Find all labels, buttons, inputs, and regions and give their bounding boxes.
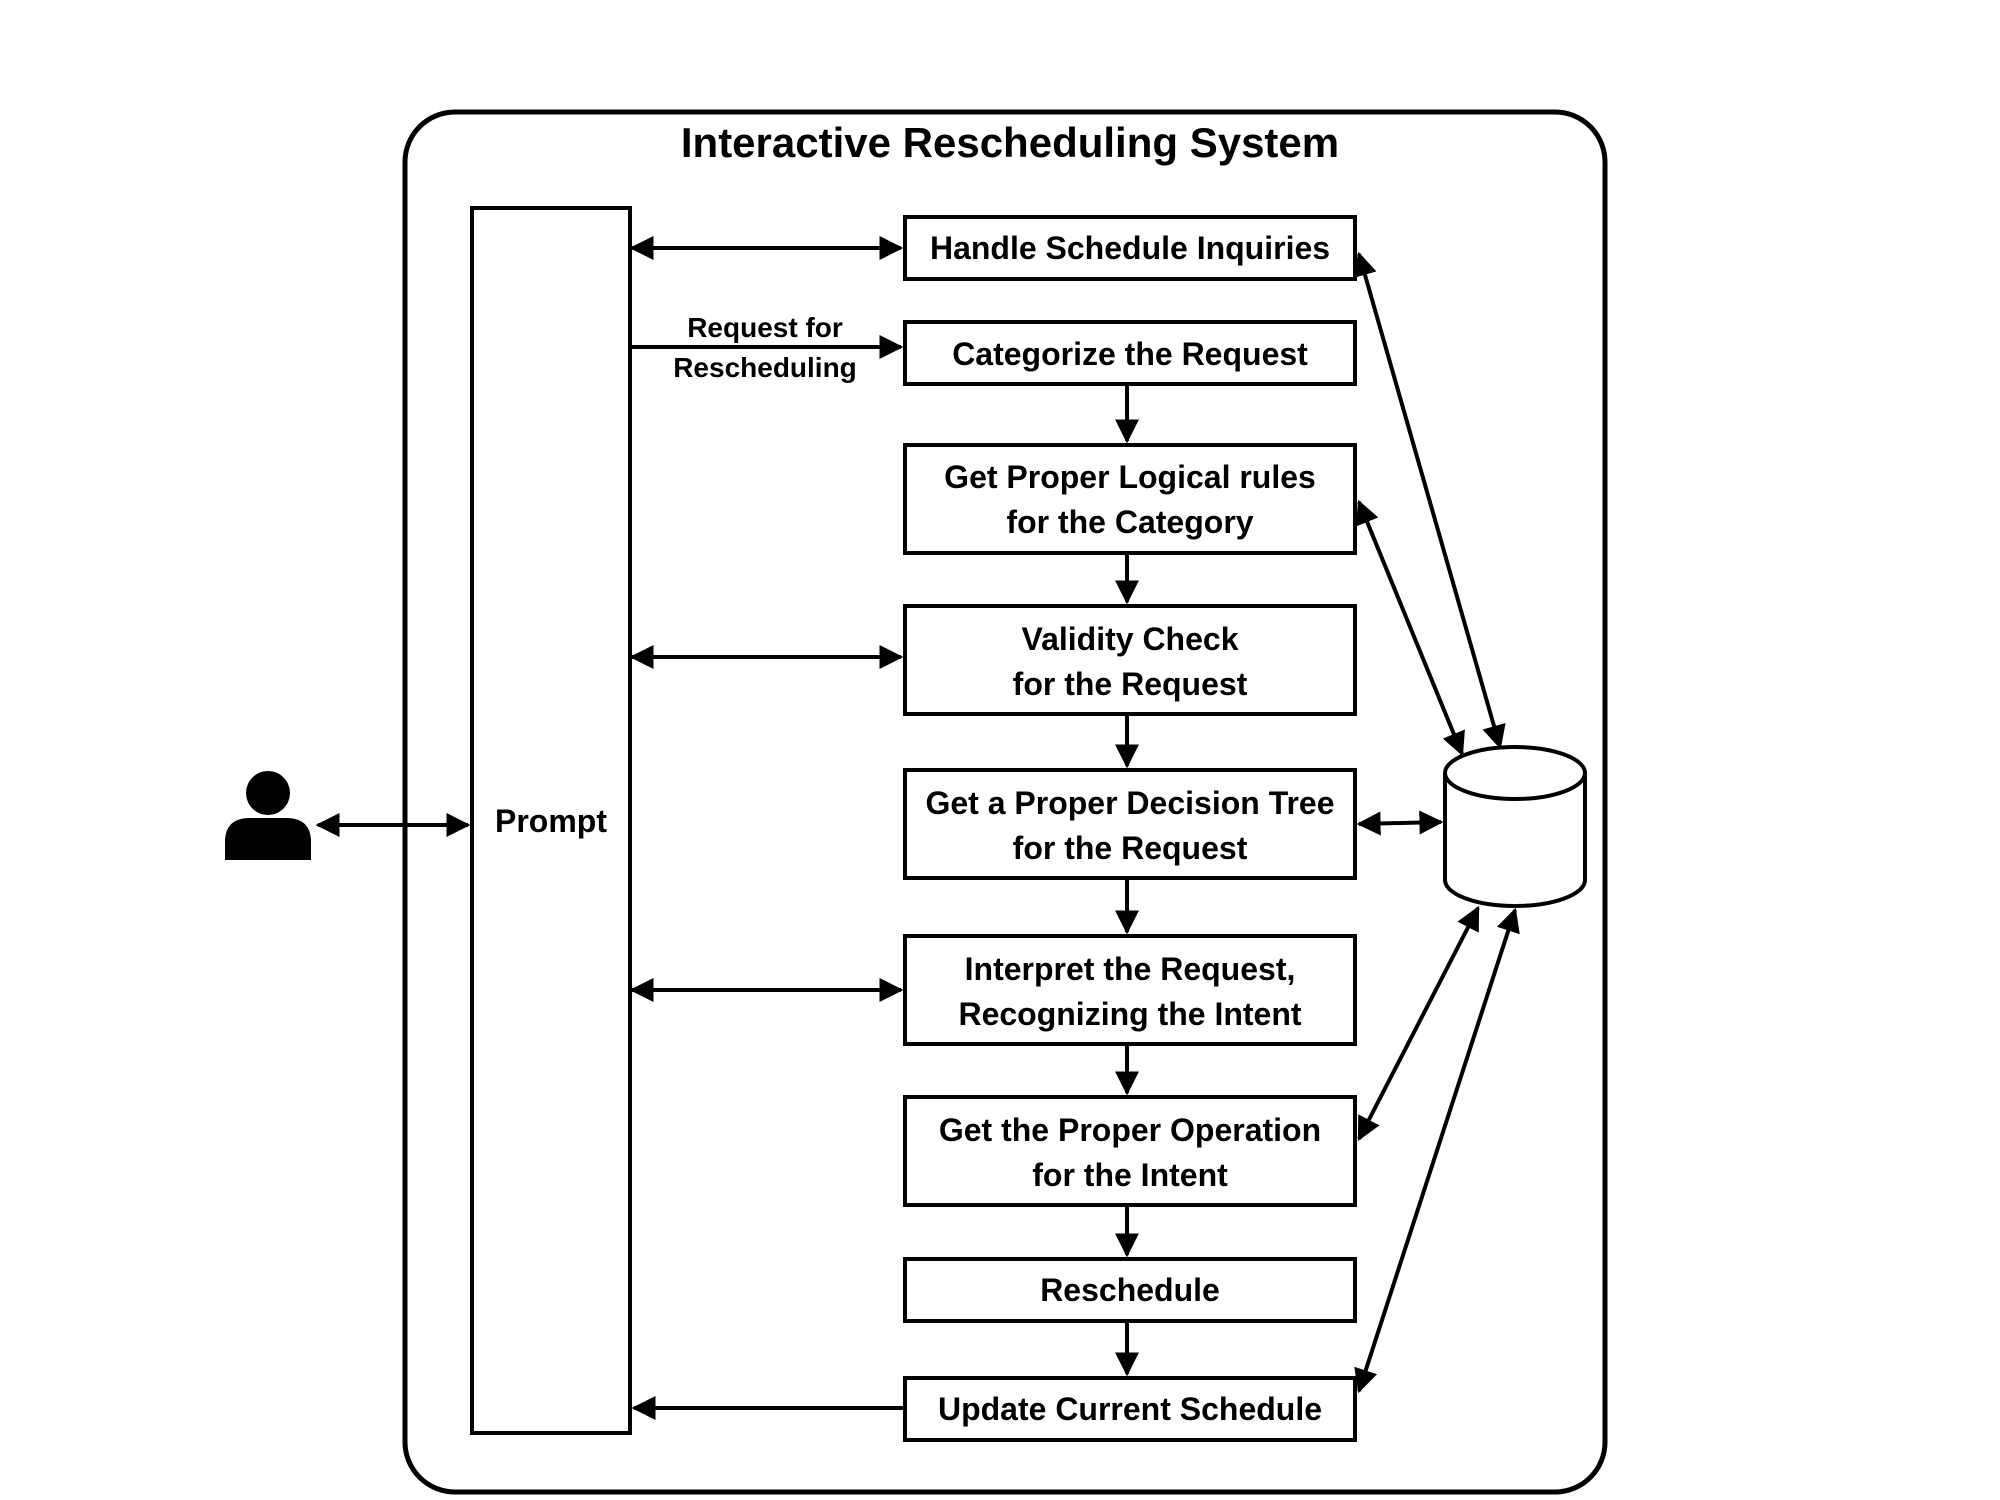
user-icon: [225, 771, 311, 860]
step-text-line: Get a Proper Decision Tree: [925, 785, 1334, 821]
step-get-proper-decision-tree: Get a Proper Decision Tree for the Reque…: [903, 768, 1357, 880]
step-text-line: Handle Schedule Inquiries: [930, 230, 1330, 266]
edge-label-line: Request for: [687, 312, 843, 343]
step-text-line: Get the Proper Operation: [939, 1112, 1321, 1148]
step-handle-schedule-inquiries: Handle Schedule Inquiries: [903, 215, 1357, 281]
step-validity-check: Validity Check for the Request: [903, 604, 1357, 716]
step-text-line: Get Proper Logical rules: [944, 459, 1316, 495]
step-text-line: for the Request: [1013, 666, 1248, 702]
arrow-db-update-schedule: [1354, 907, 1520, 1394]
step-text-line: Interpret the Request,: [965, 951, 1296, 987]
diagram-title: Interactive Rescheduling System: [681, 119, 1339, 166]
prompt-label: Prompt: [495, 803, 607, 839]
step-text-line: Recognizing the Intent: [958, 996, 1301, 1032]
step-text-line: for the Category: [1006, 504, 1253, 540]
prompt-box: [470, 206, 632, 1435]
step-interpret-the-request: Interpret the Request, Recognizing the I…: [903, 934, 1357, 1046]
step-text-line: Reschedule: [1040, 1272, 1220, 1308]
step-text-line: for the Intent: [1032, 1157, 1228, 1193]
step-get-proper-operation: Get the Proper Operation for the Intent: [903, 1095, 1357, 1207]
step-get-proper-logical-rules: Get Proper Logical rules for the Categor…: [903, 443, 1357, 555]
step-text-line: Validity Check: [1022, 621, 1239, 657]
step-text-line: for the Request: [1013, 830, 1248, 866]
step-categorize-the-request: Categorize the Request: [903, 320, 1357, 386]
step-reschedule: Reschedule: [903, 1257, 1357, 1323]
edge-label-line: Rescheduling: [673, 352, 857, 383]
arrow-db-logical-rules: [1356, 499, 1465, 757]
database-cylinder-icon: [1443, 745, 1587, 908]
step-text-line: Categorize the Request: [952, 336, 1308, 372]
step-text-line: Update Current Schedule: [938, 1391, 1322, 1427]
arrow-db-decision-tree: [1356, 810, 1444, 836]
step-update-current-schedule: Update Current Schedule: [903, 1376, 1357, 1442]
